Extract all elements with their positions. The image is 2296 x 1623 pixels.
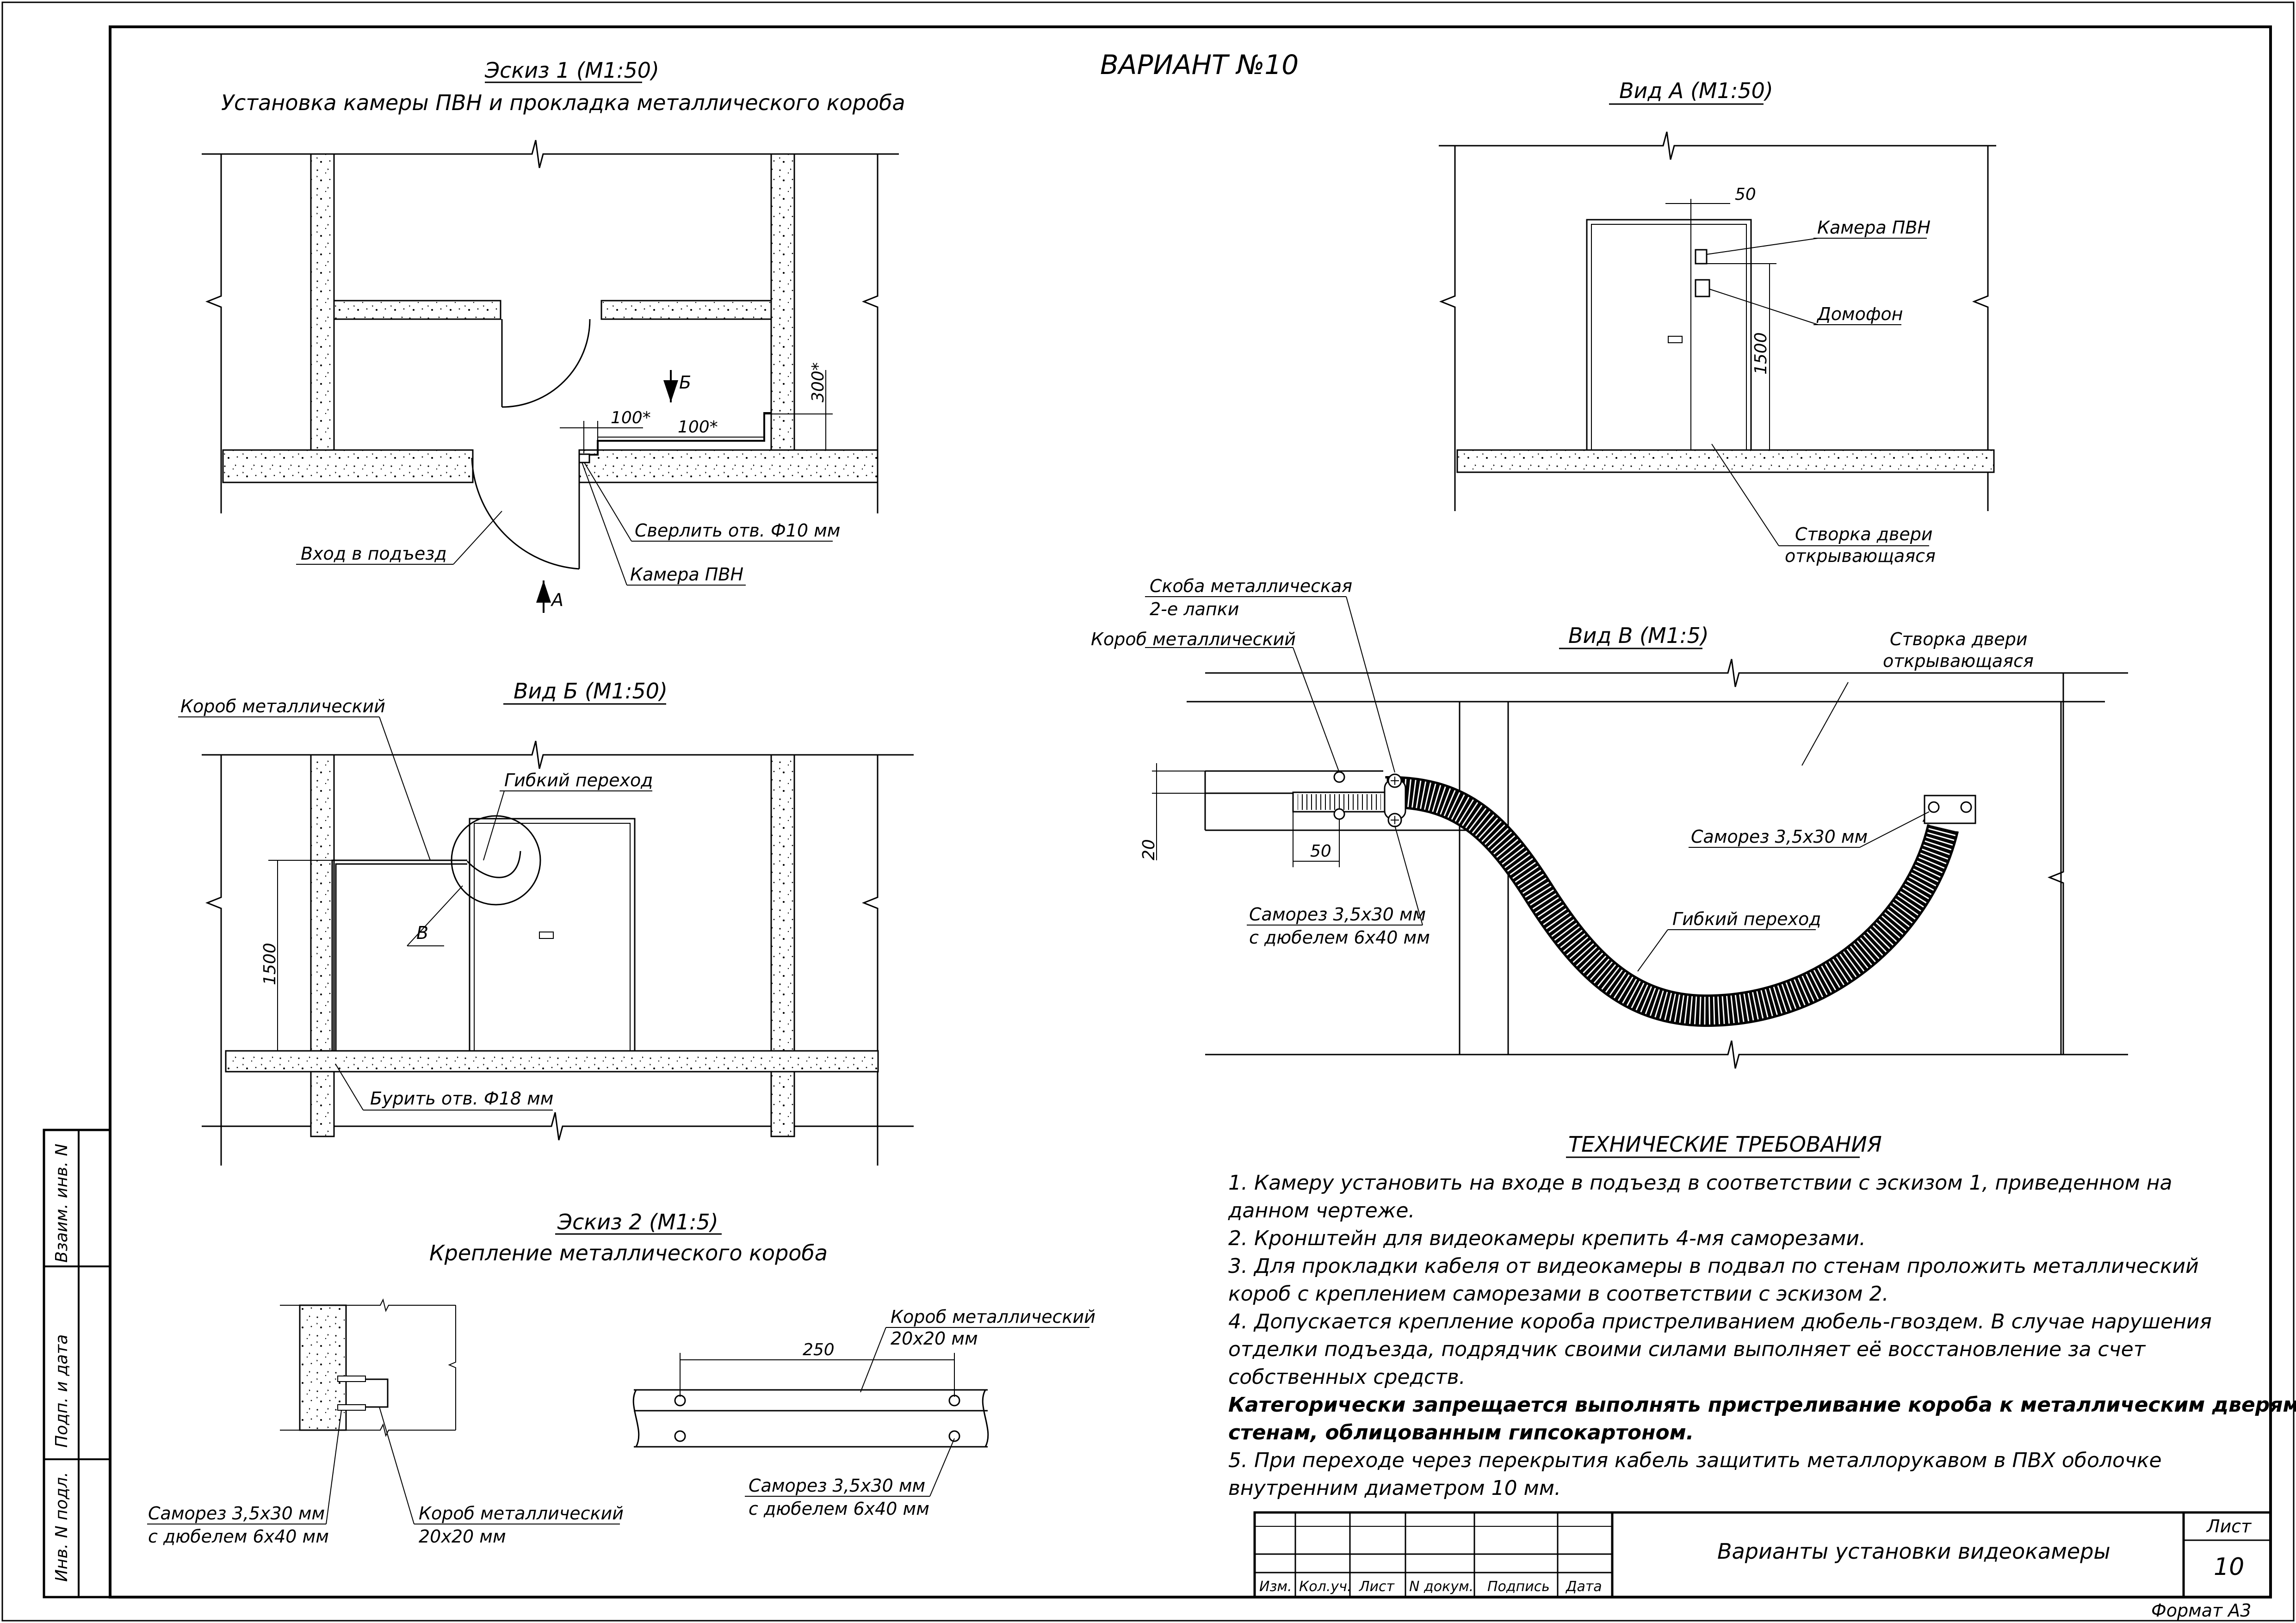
requirement-line: 5. При переходе через перекрытия кабель … [1228,1449,2162,1472]
requirement-line: данном чертеже. [1228,1199,1415,1222]
stamp-sheet-number: 10 [2214,1553,2244,1581]
sketch2-title: Эскиз 2 (М1:5) [557,1210,718,1234]
sketch1-arrow-b: Б [679,372,691,393]
view-a-lbl-leaf2: открывающаяся [1785,546,1936,566]
requirement-line: 1. Камеру установить на входе в подъезд … [1228,1171,2172,1195]
requirement-line: короб с креплением саморезами в соответс… [1228,1282,1889,1306]
view-a-dim-1500: 1500 [1751,332,1770,375]
sketch-2: Эскиз 2 (М1:5) Крепление металлического … [147,1210,1095,1547]
view-b-dim-1500: 1500 [260,943,279,985]
view-a-dim-50: 50 [1735,185,1756,204]
view-v-title: Вид В (М1:5) [1568,623,1709,648]
sketch1-dim-100b: 100* [678,418,718,437]
sketch-1: Эскиз 1 (М1:50) Установка камеры ПВН и п… [202,58,905,613]
title-block: Изм. Кол.уч. Лист N докум. Подпись Дата … [1253,1511,2272,1598]
requirement-line: 3. Для прокладки кабеля от видеокамеры в… [1228,1254,2199,1278]
requirement-line: отделки подъезда, подрядчик своими силам… [1228,1338,2146,1361]
stamp-col-change: Изм. [1259,1579,1292,1595]
requirement-bold-line: стенам, облицованным гипсокартоном. [1228,1421,1694,1444]
view-a-lbl-camera: Камера ПВН [1817,217,1931,238]
requirements-title: ТЕХНИЧЕСКИЕ ТРЕБОВАНИЯ [1568,1132,1882,1157]
view-a: Вид А (М1:50) 50 1500 Камера ПВН Домофон… [1439,78,1996,566]
view-v-lbl-bracket2: 2-е лапки [1150,599,1239,619]
requirement-line: 2. Кронштейн для видеокамеры крепить 4-м… [1228,1227,1866,1250]
view-v-lbl-leaf1: Створка двери [1890,629,2028,649]
sketch2-subtitle: Крепление металлического короба [429,1240,828,1265]
view-v-lbl-bracket1: Скоба металлическая [1150,576,1352,596]
variant-title: ВАРИАНТ №10 [1100,49,1299,80]
view-v-lbl-flex: Гибкий переход [1672,909,1821,929]
sketch2-lbl-box1: Короб металлический [419,1503,624,1524]
view-b-lbl-v: В [416,923,428,943]
requirement-line: 4. Допускается крепление короба пристрел… [1228,1310,2212,1333]
view-v-lbl-box: Короб металлический [1091,629,1296,649]
view-b-title: Вид Б (М1:50) [514,679,668,704]
view-a-title: Вид А (М1:50) [1619,78,1773,103]
stamp-sheet-label: Лист [2206,1516,2252,1537]
stamp-col-sheet: Лист [1359,1579,1395,1595]
view-v-lbl-screw: Саморез 3,5х30 мм [1691,827,1868,847]
stamp-col-doc: N докум. [1409,1579,1473,1595]
technical-requirements: ТЕХНИЧЕСКИЕ ТРЕБОВАНИЯ 1. Камеру установ… [1228,1132,2296,1500]
stamp-col-count: Кол.уч. [1299,1579,1351,1595]
view-b-lbl-drill: Бурить отв. Ф18 мм [370,1088,553,1109]
requirement-line: внутренним диаметром 10 мм. [1228,1476,1561,1500]
view-v-lbl-screw-dowel1: Саморез 3,5х30 мм [1249,904,1426,925]
view-v-dim-20: 20 [1139,839,1158,860]
format-label: Формат А3 [2151,1600,2251,1621]
view-v: Вид В (М1:5) 20 [1091,576,2128,1069]
sketch1-arrow-a: А [550,590,563,610]
sketch2-lbl-box-r1: Короб металлический [891,1307,1095,1327]
sketch2-lbl-screw2: с дюбелем 6х40 мм [148,1526,329,1547]
sketch1-subtitle: Установка камеры ПВН и прокладка металли… [221,90,905,115]
view-v-lbl-leaf2: открывающаяся [1883,651,2034,671]
sketch1-lbl-entry: Вход в подъезд [301,543,447,564]
stamp-col-sign: Подпись [1487,1579,1550,1595]
side-stamp-mutual: Взаим. инв. N [52,1144,71,1263]
view-a-lbl-intercom: Домофон [1816,304,1903,324]
stamp-title: Варианты установки видеокамеры [1717,1539,2110,1564]
side-stamp-date: Подп. и дата [52,1334,71,1448]
side-stamp-inv: Инв. N подл. [52,1472,71,1582]
sketch1-lbl-camera: Камера ПВН [630,564,743,585]
sketch2-dim-250: 250 [803,1340,835,1359]
sketch2-lbl-screw-r1: Саморез 3,5х30 мм [749,1475,925,1496]
view-b-lbl-box: Короб металлический [180,696,385,716]
sketch1-title: Эскиз 1 (М1:50) [484,58,659,83]
sketch1-dim-100a: 100* [611,408,651,427]
sketch2-lbl-screw1: Саморез 3,5х30 мм [148,1503,325,1524]
view-v-dim-50: 50 [1310,842,1331,861]
stamp-col-date: Дата [1565,1579,1602,1595]
requirement-bold-line: Категорически запрещается выполнять прис… [1228,1393,2296,1417]
requirement-line: собственных средств. [1228,1365,1466,1389]
sketch2-lbl-box-r2: 20х20 мм [891,1328,978,1349]
sketch1-lbl-drill: Сверлить отв. Ф10 мм [635,520,840,541]
side-stamp: Инв. N подл. Подп. и дата Взаим. инв. N [43,1129,111,1598]
view-b: Вид Б (М1:50) Короб металлический Гибкий… [178,679,914,1166]
view-b-lbl-flex: Гибкий переход [504,770,653,790]
view-a-lbl-leaf1: Створка двери [1795,524,1933,544]
sketch2-lbl-screw-r2: с дюбелем 6х40 мм [749,1499,929,1519]
sketch1-dim-300: 300* [809,362,828,402]
view-v-lbl-screw-dowel2: с дюбелем 6х40 мм [1249,927,1430,948]
sketch2-lbl-box2: 20х20 мм [419,1526,506,1547]
